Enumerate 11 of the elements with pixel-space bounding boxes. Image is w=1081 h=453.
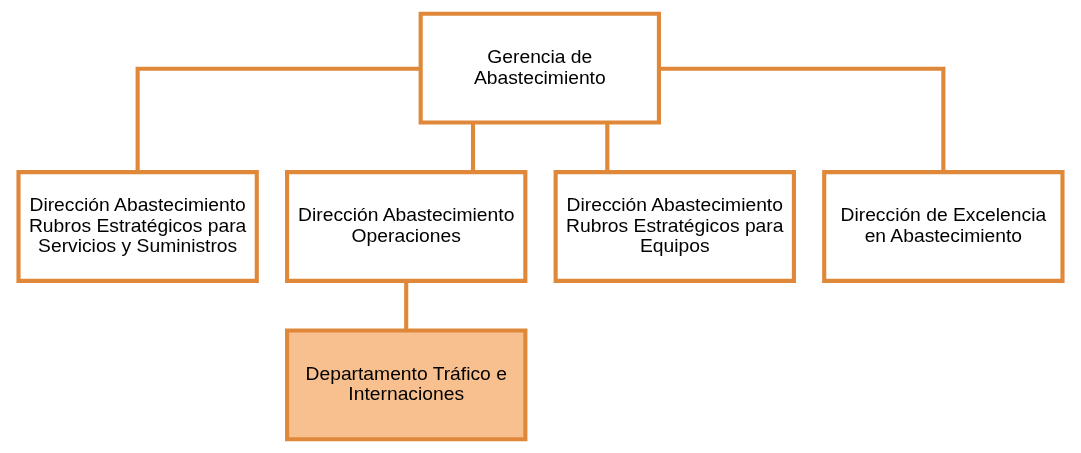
node-box: Gerencia de Abastecimiento — [418, 11, 661, 125]
node-box: Dirección de Excelencia en Abastecimiento — [822, 170, 1065, 283]
connector — [470, 122, 476, 172]
node-box: Departamento Tráfico e Internaciones — [285, 328, 528, 442]
node-box: Dirección Abastecimiento Rubros Estratégicos para Servicios y Suministros — [16, 170, 259, 283]
connector — [659, 66, 946, 172]
connector — [135, 66, 421, 172]
node-box: Dirección Abastecimiento Operaciones — [285, 170, 528, 283]
node-box: Dirección Abastecimiento Rubros Estratégicos para Equipos — [553, 170, 796, 283]
connector — [404, 281, 409, 331]
connector — [605, 122, 610, 172]
